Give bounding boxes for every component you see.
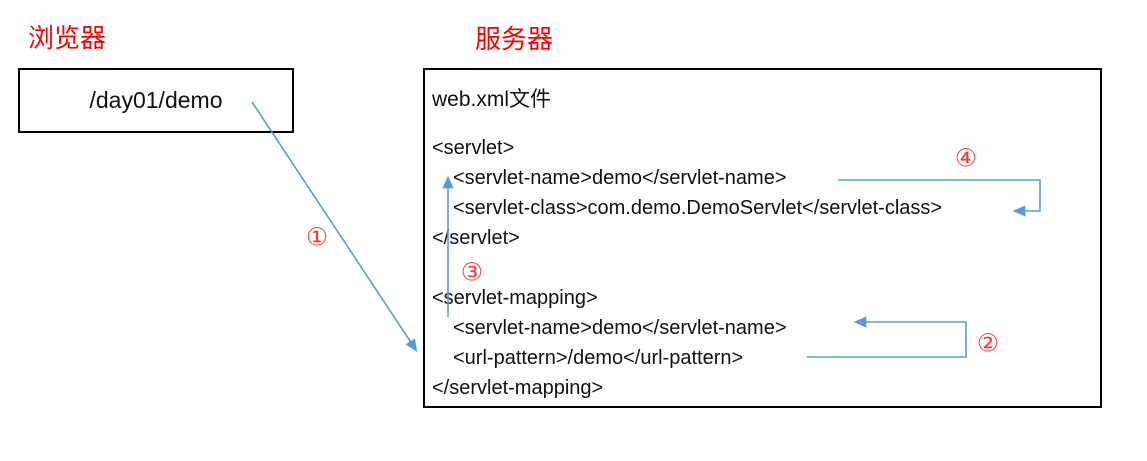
step-4-badge: ④ <box>954 143 978 173</box>
code-line-mapping-open: <servlet-mapping> <box>432 287 598 309</box>
webxml-file-title: web.xml文件 <box>432 88 552 111</box>
code-line-servlet-class: <servlet-class>com.demo.DemoServlet</ser… <box>453 197 943 219</box>
step-1-badge: ① <box>305 222 329 252</box>
server-box <box>423 68 1102 408</box>
servlet-mapping-block: <servlet-mapping> <servlet-name>demo</se… <box>432 283 787 403</box>
code-line-mapping-name: <servlet-name>demo</servlet-name> <box>453 317 787 339</box>
servlet-declaration-block: <servlet> <servlet-name>demo</servlet-na… <box>432 133 942 253</box>
step-2-badge: ② <box>976 328 1000 358</box>
code-line-url-pattern: <url-pattern>/demo</url-pattern> <box>453 347 744 369</box>
code-line-servlet-close: </servlet> <box>432 227 520 249</box>
code-line-servlet-name: <servlet-name>demo</servlet-name> <box>453 167 787 189</box>
step-3-badge: ③ <box>460 257 484 287</box>
code-line-servlet-open: <servlet> <box>432 137 515 159</box>
code-line-mapping-close: </servlet-mapping> <box>432 377 604 399</box>
request-url-text: /day01/demo <box>89 87 223 113</box>
arrow-1-request-to-url-pattern <box>251 101 418 353</box>
server-zone-label: 服务器 <box>475 25 554 54</box>
browser-zone-label: 浏览器 <box>28 24 107 53</box>
browser-box: /day01/demo <box>18 68 294 133</box>
